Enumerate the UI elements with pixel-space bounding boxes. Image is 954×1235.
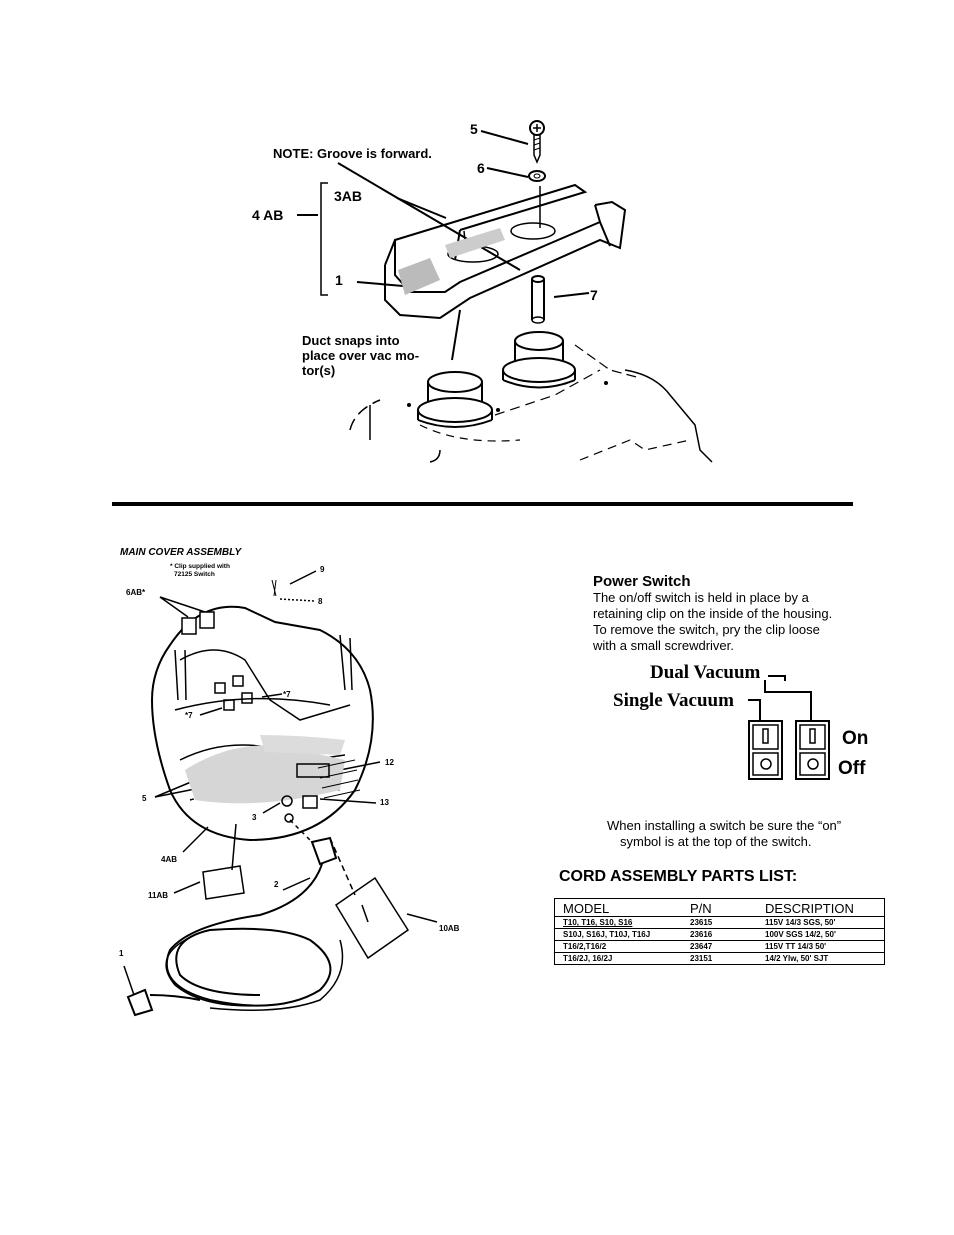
cell-description: 14/2 Ylw, 50' SJT [765, 954, 829, 963]
cell-pn: 23616 [690, 928, 765, 941]
label-13: 13 [380, 798, 389, 807]
label-3ab: 3AB [334, 188, 363, 204]
cell-description: 115V TT 14/3 50' [765, 940, 885, 953]
label-10ab: 10AB [439, 924, 460, 933]
label-4ab-cover: 4AB [161, 855, 178, 864]
label-2: 2 [274, 880, 279, 889]
power-switch-body: The on/off switch is held in place by a … [593, 590, 883, 654]
install-note-line-2: symbol is at the top of the switch. [620, 834, 812, 849]
cell-model: S10J, S16J, T10J, T16J [554, 928, 690, 941]
cell-pn: 23151 [690, 954, 713, 963]
ps-body-line-4: with a small screwdriver. [593, 638, 734, 653]
single-vacuum-label: Single Vacuum [613, 690, 734, 711]
label-8: 8 [318, 597, 323, 606]
install-note: When installing a switch be sure the “on… [607, 818, 907, 850]
vacuum-duct-diagram [297, 120, 713, 463]
label-4ab: 4 AB [252, 207, 284, 223]
cell-model: T16/2,T16/2 [554, 940, 690, 953]
col-pn-header: P/N [690, 898, 765, 917]
label-5-cover: 5 [142, 794, 147, 803]
label-7b: *7 [283, 690, 291, 699]
power-switch-section: Power Switch The on/off switch is held i… [593, 573, 883, 654]
ps-body-line-1: The on/off switch is held in place by a [593, 590, 809, 605]
ps-body-line-2: retaining clip on the inside of the hous… [593, 606, 833, 621]
main-cover-title: MAIN COVER ASSEMBLY [120, 547, 242, 558]
table-row: S10J, S16J, T10J, T16J 23616 100V SGS 14… [554, 928, 885, 941]
cord-parts-title: CORD ASSEMBLY PARTS LIST: [559, 868, 798, 885]
table-row: T16/2J, 16/2J 23151 14/2 Ylw, 50' SJT [555, 953, 885, 965]
groove-note: NOTE: Groove is forward. [273, 146, 432, 161]
duct-note-line-2: place over vac mo- [302, 348, 420, 363]
cell-model: T16/2J, 16/2J [563, 954, 613, 963]
table-row: T16/2,T16/2 23647 115V TT 14/3 50' [554, 940, 885, 953]
off-label: Off [838, 758, 866, 779]
install-note-line-1: When installing a switch be sure the “on… [607, 818, 842, 833]
on-label: On [842, 728, 869, 749]
dual-vacuum-label: Dual Vacuum [650, 662, 761, 683]
label-7: 7 [590, 287, 598, 303]
table-header-row: MODEL P/N DESCRIPTION [554, 898, 885, 917]
label-1-cover: 1 [119, 949, 124, 958]
label-5: 5 [470, 121, 478, 137]
col-description-header: DESCRIPTION [765, 898, 885, 917]
col-model-header: MODEL [554, 898, 690, 917]
label-6ab: 6AB* [126, 588, 146, 597]
label-9: 9 [320, 565, 325, 574]
duct-note-line-3: tor(s) [302, 363, 336, 378]
power-switch-title: Power Switch [593, 573, 691, 590]
cord-parts-table: MODEL P/N DESCRIPTION T10, T16, S10, S16… [554, 898, 885, 965]
cell-pn: 23647 [690, 940, 765, 953]
label-1: 1 [335, 272, 343, 288]
label-12: 12 [385, 758, 394, 767]
clip-note: * Clip supplied with 72125 Switch [170, 563, 230, 579]
label-3: 3 [252, 813, 257, 822]
clip-note-line-2: 72125 Switch [174, 571, 215, 578]
cell-description: 115V 14/3 SGS, 50' [765, 916, 885, 929]
duct-note: Duct snaps into place over vac mo- tor(s… [302, 333, 419, 378]
cell-description: 100V SGS 14/2, 50' [765, 928, 885, 941]
table-row: T10, T16, S10, S16 23615 115V 14/3 SGS, … [554, 916, 885, 929]
ps-body-line-3: To remove the switch, pry the clip loose [593, 622, 820, 637]
cell-pn: 23615 [690, 916, 765, 929]
section-divider [112, 502, 853, 506]
label-6: 6 [477, 160, 485, 176]
clip-note-line-1: * Clip supplied with [170, 563, 230, 570]
label-7a: *7 [185, 711, 193, 720]
label-11ab: 11AB [148, 891, 169, 900]
cell-model: T10, T16, S10, S16 [554, 916, 690, 929]
duct-note-line-1: Duct snaps into [302, 333, 400, 348]
